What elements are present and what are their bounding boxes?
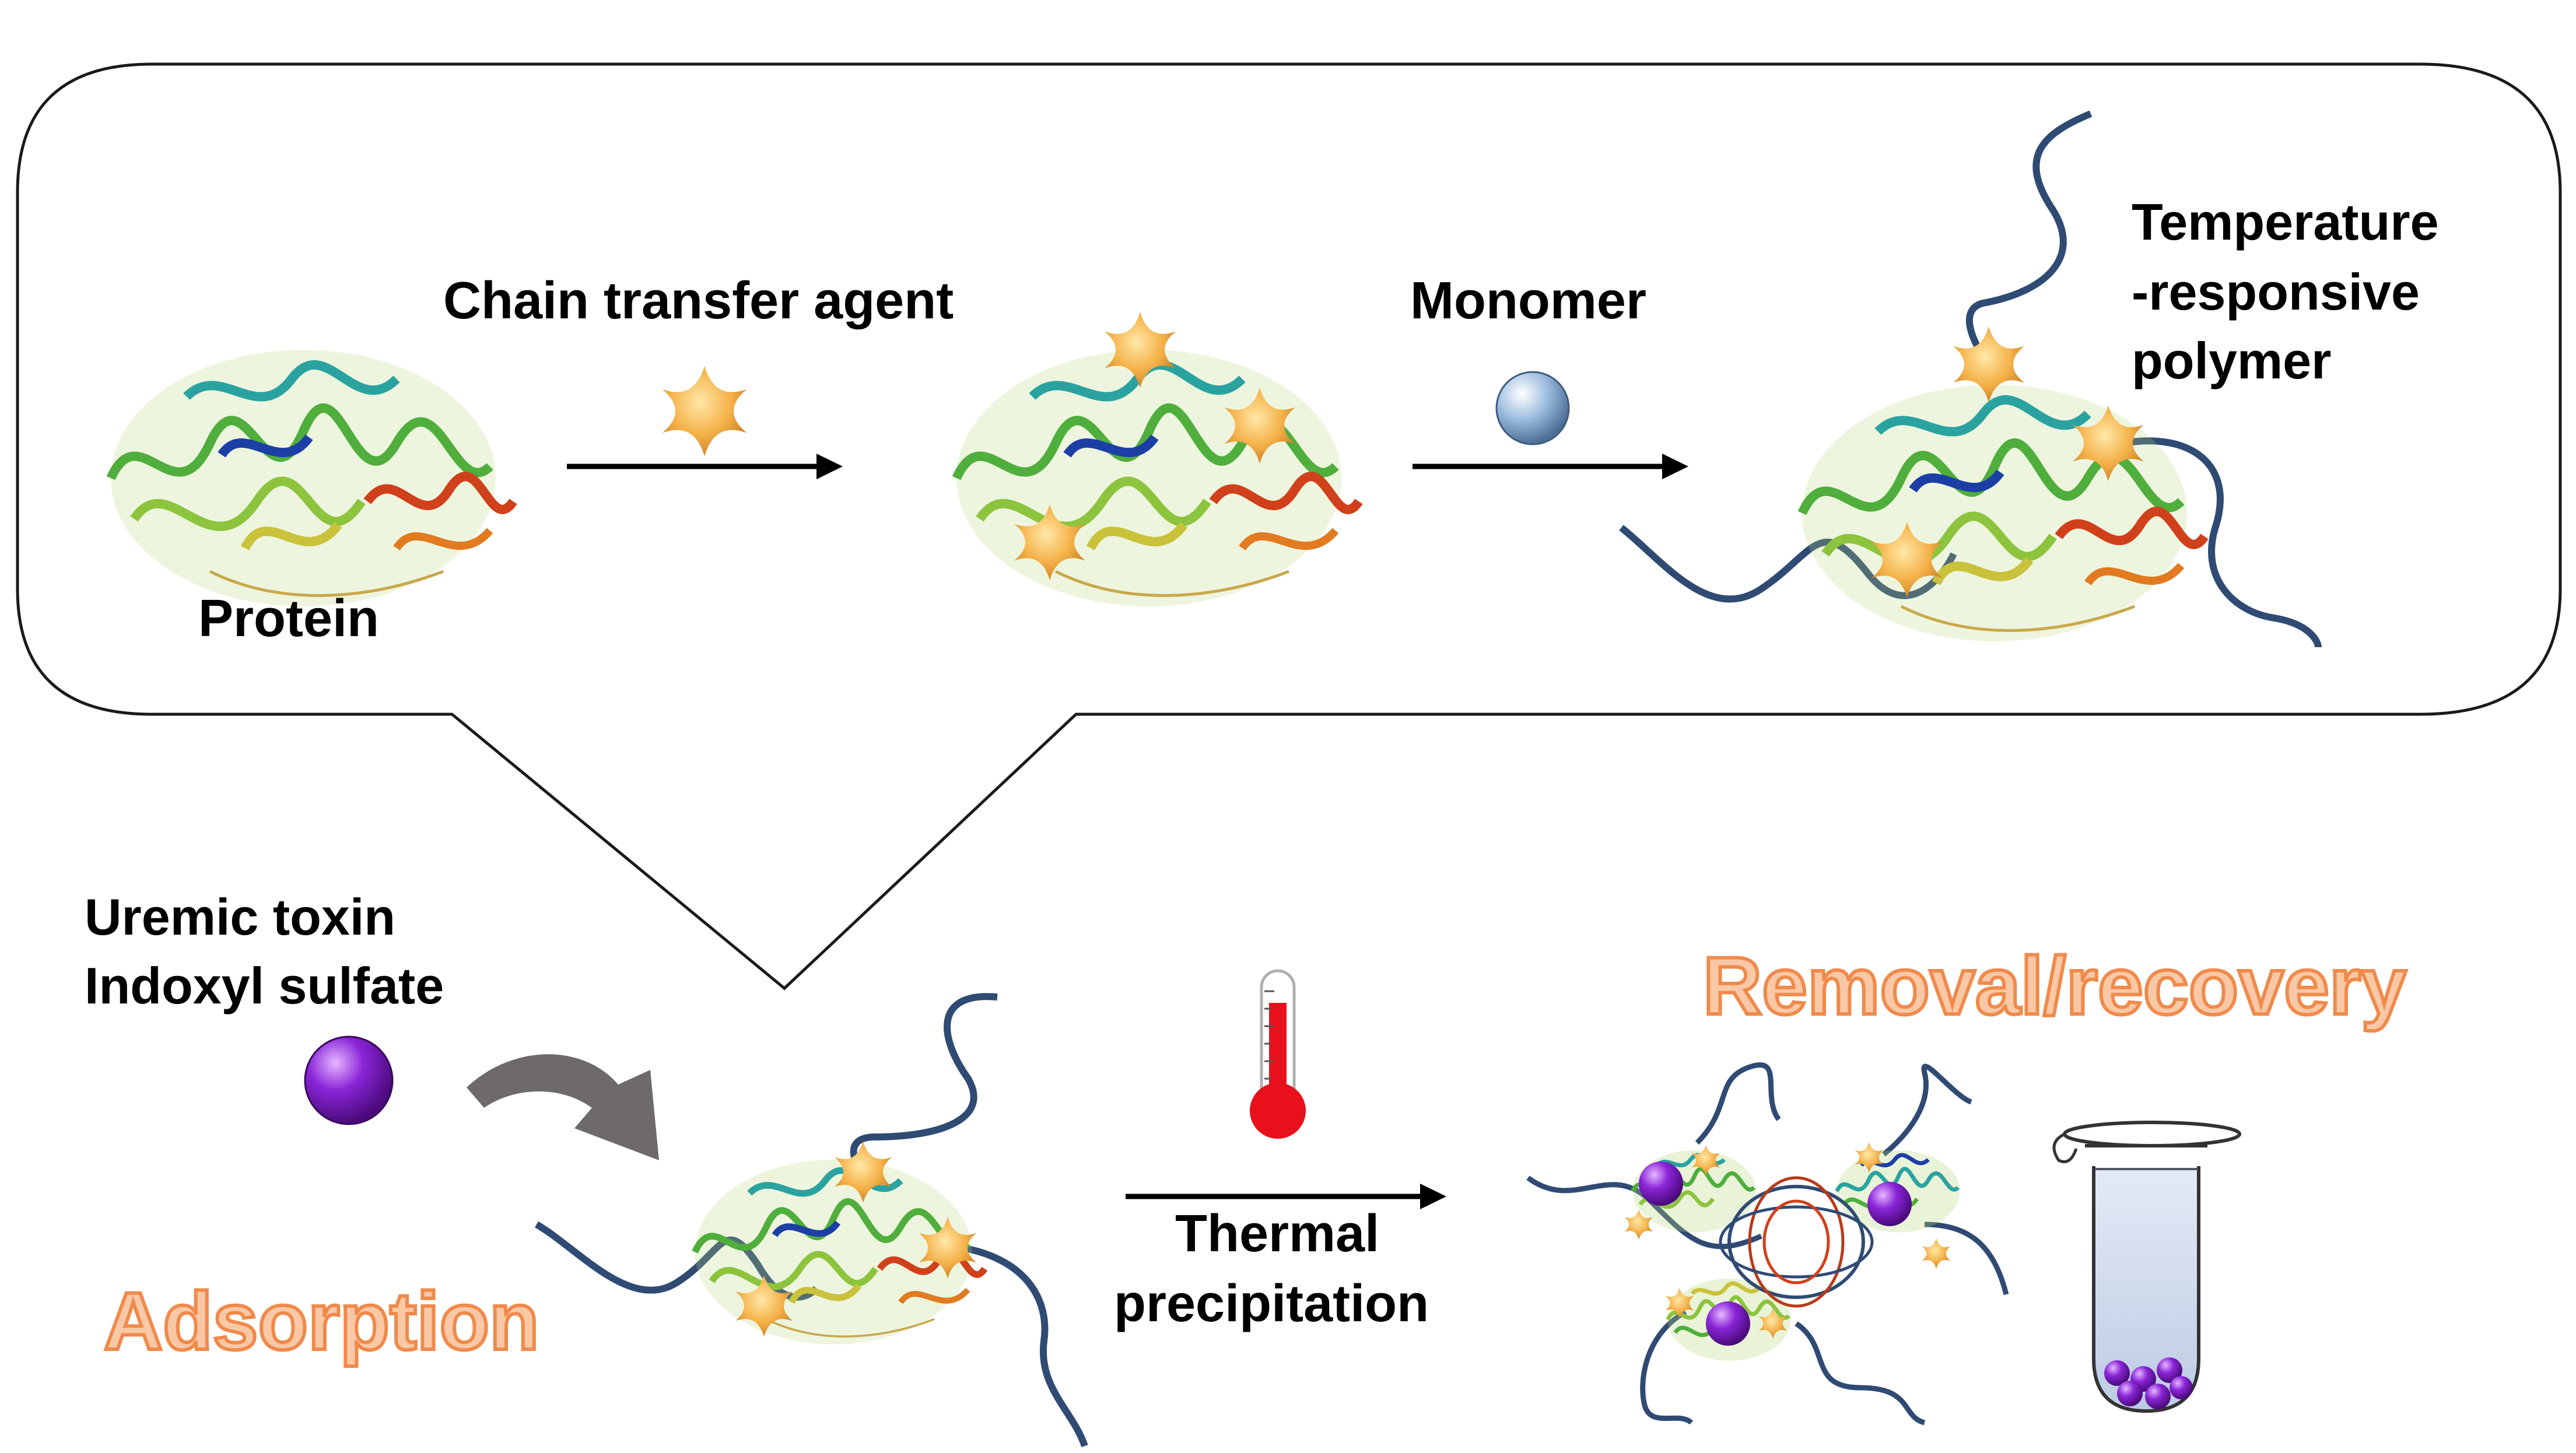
polymer-chain-icon xyxy=(961,1244,1088,1447)
monomer-label: Monomer xyxy=(1410,272,1646,330)
polymer-chain-icon xyxy=(1882,1064,1972,1157)
polymer-chain-icon xyxy=(1695,1062,1781,1145)
polymer-label-line3: polymer xyxy=(2132,332,2332,389)
thermal-label-line2: precipitation xyxy=(1114,1275,1429,1333)
star-icon xyxy=(1758,1308,1788,1339)
protein-structure-icon xyxy=(952,350,1363,606)
tube-icon xyxy=(2052,1121,2241,1413)
removal-recovery-label: Removal/recovery xyxy=(1701,938,2408,1033)
polymer-chain-icon xyxy=(1924,1222,2009,1296)
polymer-chain-icon xyxy=(2122,437,2322,648)
polymer-chain-icon xyxy=(1619,525,1957,603)
sphere-icon xyxy=(1495,371,1570,445)
star-icon xyxy=(1224,387,1295,464)
star-icon xyxy=(1105,311,1176,388)
arrow-cta xyxy=(567,454,843,479)
protein-polymer-conjugate xyxy=(535,993,1088,1447)
arrow-monomer xyxy=(1413,454,1688,479)
polymer-label-line1: Temperature xyxy=(2132,193,2439,251)
polymer-label-line2: -responsive xyxy=(2132,263,2420,321)
protein-structure-icon xyxy=(1797,385,2209,641)
thermometer-icon xyxy=(1250,969,1306,1139)
star-icon xyxy=(834,1141,892,1203)
star-icon xyxy=(1953,326,2024,403)
star-icon xyxy=(662,366,747,457)
star-icon xyxy=(1624,1209,1653,1240)
protein-cta-complex xyxy=(952,311,1363,606)
callout-bubble xyxy=(16,62,2562,991)
protein-structure-icon xyxy=(106,350,517,606)
toxin-sphere-icon xyxy=(1706,1301,1750,1346)
star-icon xyxy=(1922,1238,1951,1269)
star-icon xyxy=(2073,405,2144,482)
star-icon xyxy=(1691,1145,1720,1176)
protein-label: Protein xyxy=(198,589,380,648)
polymer-chain-icon xyxy=(1795,1321,1926,1426)
adsorption-label: Adsorption xyxy=(102,1273,541,1368)
star-icon xyxy=(919,1217,977,1279)
curved-arrow-icon xyxy=(467,1054,659,1160)
polymer-chain-icon xyxy=(850,993,998,1175)
aggregate-cluster xyxy=(1526,1062,2009,1426)
thermal-label-line1: Thermal xyxy=(1175,1205,1380,1263)
star-icon xyxy=(1665,1287,1694,1319)
star-icon xyxy=(1871,521,1943,598)
star-icon xyxy=(1014,504,1085,581)
toxin-label-line2: Indoxyl sulfate xyxy=(85,957,444,1015)
toxin-sphere-icon xyxy=(304,1036,394,1125)
protein-polymer-conjugate xyxy=(1619,110,2322,648)
arrow-thermal xyxy=(1126,1184,1446,1209)
chain-transfer-agent-label: Chain transfer agent xyxy=(443,272,954,330)
toxin-sphere-icon xyxy=(1867,1182,1912,1226)
polymer-chain-icon xyxy=(1965,110,2093,358)
star-icon xyxy=(735,1275,793,1337)
star-icon xyxy=(1855,1142,1884,1173)
toxin-label-line1: Uremic toxin xyxy=(85,888,396,946)
polymer-chain-icon xyxy=(1640,1310,1694,1425)
toxin-sphere-icon xyxy=(1639,1161,1683,1206)
